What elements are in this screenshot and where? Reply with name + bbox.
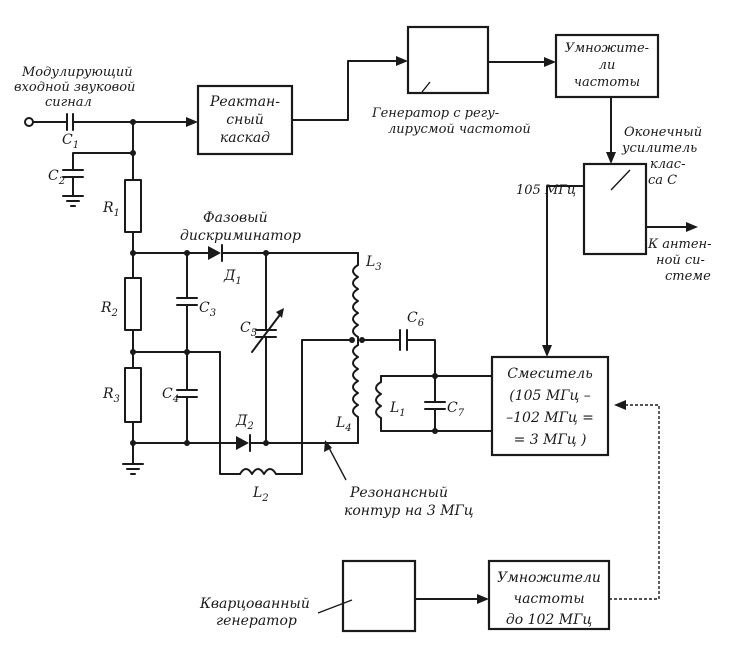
frequency-multiplier-block xyxy=(554,33,660,99)
l2-label: L2 xyxy=(252,485,269,504)
l3-label: L3 xyxy=(365,254,382,273)
arrowhead xyxy=(396,56,408,66)
input-signal-line-2: входной звуковой xyxy=(14,80,135,95)
l4-label: L4 xyxy=(335,415,352,434)
resonant-line-1: Резонансный xyxy=(349,485,448,501)
final-amp-line-4: са С xyxy=(648,173,677,188)
antenna-line-3: стеме xyxy=(665,269,711,284)
resonant-line-2: контур на 3 МГц xyxy=(344,503,474,519)
c6-label: C6 xyxy=(407,310,425,329)
c5-variable-arrow xyxy=(251,311,283,353)
variable-generator-block xyxy=(406,25,490,95)
reactance-stage-block xyxy=(196,84,294,156)
resistor-r2 xyxy=(124,277,142,331)
freq-105-label: 105 МГц xyxy=(516,183,576,198)
arrowhead xyxy=(542,345,552,357)
multiplier-top-line-3: частоты xyxy=(574,75,640,90)
reactance-line-2: сный xyxy=(226,112,263,128)
final-amp-line-3: клас- xyxy=(650,157,685,172)
c5-label: C5 xyxy=(240,320,257,339)
mixer-block xyxy=(490,355,610,457)
wire xyxy=(275,339,353,475)
c1-label: C1 xyxy=(62,132,79,151)
crystal-generator-block xyxy=(341,559,417,633)
inductor-l2 xyxy=(239,468,277,475)
resistor-r1 xyxy=(124,179,142,233)
multipliers-102-line-1: Умножители xyxy=(497,570,601,586)
wire xyxy=(406,339,436,377)
wire xyxy=(609,404,660,600)
c2-label: C2 xyxy=(48,168,65,187)
multipliers-102-line-3: до 102 МГц xyxy=(506,612,592,628)
generator-pointer xyxy=(421,81,431,93)
phase-discriminator-line-1: Фазовый xyxy=(203,210,268,226)
mixer-line-3: –102 МГц = xyxy=(506,410,594,426)
d2-label: Д2 xyxy=(235,413,254,432)
arrowhead xyxy=(614,400,626,410)
wire xyxy=(72,152,134,171)
input-terminal xyxy=(24,117,34,127)
antenna-line-1: К антен- xyxy=(647,237,711,252)
input-signal-line-1: Модулирующий xyxy=(21,65,133,80)
mixer-line-4: = 3 МГц ) xyxy=(514,432,587,448)
junction-dot xyxy=(432,428,438,434)
resistor-r3 xyxy=(124,367,142,423)
inductor-l1 xyxy=(375,381,382,419)
amp-pointer xyxy=(610,169,631,191)
multipliers-102-block xyxy=(487,559,611,631)
final-amp-line-2: усилитель xyxy=(621,141,697,156)
arrowhead xyxy=(324,440,332,452)
diode-d2 xyxy=(236,436,249,450)
c3-label: C3 xyxy=(199,300,216,319)
multiplier-top-line-2: ли xyxy=(599,58,616,73)
arrowhead xyxy=(186,117,198,127)
reactance-line-3: каскад xyxy=(220,130,270,146)
multiplier-top-line-1: Умножите- xyxy=(565,41,649,56)
arrowhead xyxy=(276,308,284,318)
generator-line-1: Генератор с регу- xyxy=(371,106,499,121)
final-amp-line-1: Оконечный xyxy=(624,125,702,140)
diode-d1 xyxy=(208,246,221,260)
mixer-line-1: Смеситель xyxy=(507,366,593,382)
final-amplifier-block xyxy=(582,162,648,256)
phase-discriminator-line-2: дискриминатор xyxy=(180,228,301,244)
generator-line-2: лирусмой частотой xyxy=(388,122,531,137)
arrowhead xyxy=(686,222,698,232)
r2-label: R2 xyxy=(100,300,118,319)
wire xyxy=(546,185,585,350)
crystal-pointer xyxy=(317,599,353,614)
input-signal-line-3: сигнал xyxy=(45,95,92,110)
wire xyxy=(219,351,241,475)
resonant-pointer xyxy=(327,445,347,481)
antenna-line-2: ной си- xyxy=(656,253,705,268)
arrowhead xyxy=(544,57,556,67)
reactance-line-1: Реактан- xyxy=(209,94,280,110)
c7-label: C7 xyxy=(447,400,465,419)
r3-label: R3 xyxy=(102,386,120,405)
crystal-line-2: генератор xyxy=(216,613,297,629)
wire xyxy=(291,60,401,121)
arrowhead xyxy=(477,594,489,604)
junction-dot xyxy=(349,337,355,343)
inductor-l3 xyxy=(352,264,359,338)
multipliers-102-line-2: частоты xyxy=(513,591,584,607)
d1-label: Д1 xyxy=(223,268,242,287)
mixer-line-2: (105 МГц – xyxy=(509,388,590,404)
c4-label: C4 xyxy=(162,386,179,405)
inductor-l4 xyxy=(352,344,359,418)
l1-label: L1 xyxy=(389,400,406,419)
r1-label: R1 xyxy=(102,200,120,219)
arrowhead xyxy=(606,152,616,164)
crystal-line-1: Кварцованный xyxy=(199,596,310,612)
